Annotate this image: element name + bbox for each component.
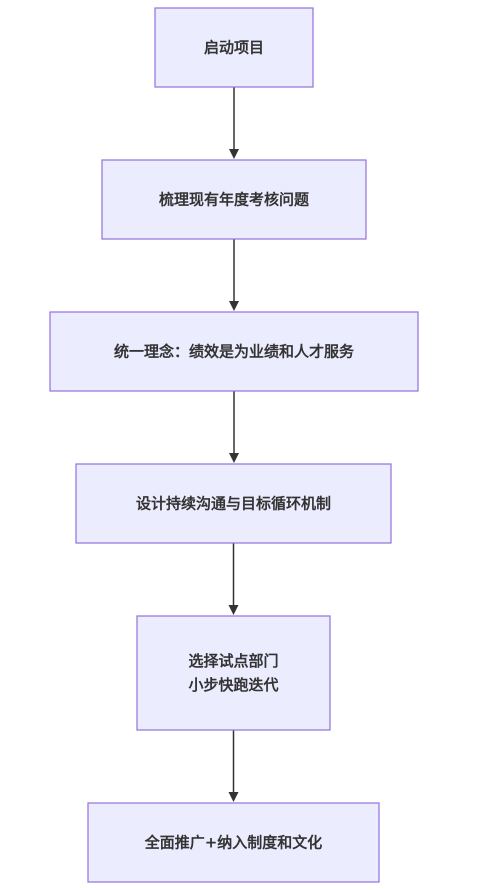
arrowhead-icon <box>229 301 239 311</box>
node-label: 设计持续沟通与目标循环机制 <box>136 495 331 513</box>
node-box <box>136 615 331 731</box>
edge-design-to-pilot <box>228 543 239 615</box>
node-philosophy: 统一理念：绩效是为业绩和人才服务 <box>49 311 419 392</box>
node-review: 梳理现有年度考核问题 <box>101 159 367 240</box>
node-label: 启动项目 <box>204 39 264 57</box>
node-label: 选择试点部门 <box>188 652 278 670</box>
edge-pilot-to-rollout <box>228 730 239 802</box>
node-box <box>87 802 380 883</box>
node-label: 统一理念：绩效是为业绩和人才服务 <box>114 343 355 361</box>
edge-start-to-review <box>229 87 239 159</box>
node-label: 全面推广+纳入制度和文化 <box>144 834 323 852</box>
node-rollout: 全面推广+纳入制度和文化 <box>87 802 380 883</box>
arrowhead-icon <box>228 605 239 615</box>
arrowhead-icon <box>229 149 239 159</box>
arrowhead-icon <box>229 453 239 463</box>
node-box <box>154 7 314 88</box>
arrowhead-icon <box>228 792 239 802</box>
edge-philosophy-to-design <box>229 391 239 463</box>
node-box <box>75 463 392 544</box>
node-label: 梳理现有年度考核问题 <box>159 191 310 209</box>
edge-review-to-philosophy <box>229 239 239 311</box>
node-box <box>49 311 419 392</box>
node-design: 设计持续沟通与目标循环机制 <box>75 463 392 544</box>
node-box <box>101 159 367 240</box>
node-label: 小步快跑迭代 <box>188 676 278 694</box>
node-start: 启动项目 <box>154 7 314 88</box>
